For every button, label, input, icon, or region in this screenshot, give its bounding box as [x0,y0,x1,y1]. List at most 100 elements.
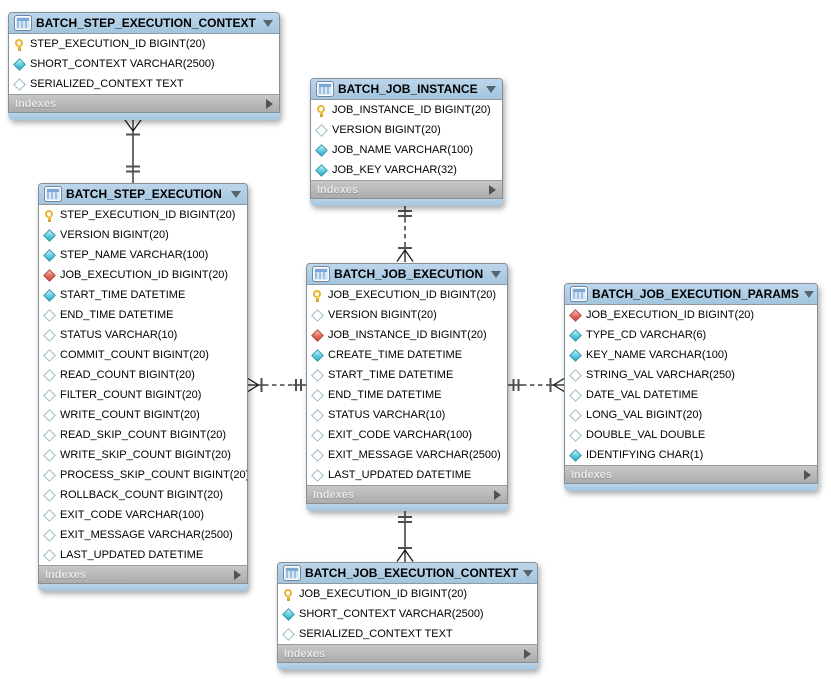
column-row[interactable]: JOB_INSTANCE_ID BIGINT(20) [307,325,507,345]
column-row[interactable]: LONG_VAL BIGINT(20) [565,405,817,425]
column-row[interactable]: STEP_NAME VARCHAR(100) [39,245,247,265]
indexes-bar[interactable]: Indexes [565,465,817,483]
table-header[interactable]: BATCH_JOB_EXECUTION [307,264,507,285]
attribute-outline-icon [312,310,323,321]
chevron-down-icon[interactable] [803,290,814,298]
column-label: ROLLBACK_COUNT BIGINT(20) [60,489,224,501]
expand-right-icon[interactable] [489,184,496,195]
column-row[interactable]: SHORT_CONTEXT VARCHAR(2500) [9,54,279,74]
column-row[interactable]: LAST_UPDATED DATETIME [307,465,507,485]
column-row[interactable]: WRITE_SKIP_COUNT BIGINT(20) [39,445,247,465]
foreign-key-icon [570,310,581,321]
expand-right-icon[interactable] [494,489,501,500]
column-row[interactable]: SERIALIZED_CONTEXT TEXT [278,624,537,644]
column-row[interactable]: CREATE_TIME DATETIME [307,345,507,365]
column-row[interactable]: EXIT_CODE VARCHAR(100) [39,505,247,525]
column-label: STEP_NAME VARCHAR(100) [60,249,209,261]
column-row[interactable]: KEY_NAME VARCHAR(100) [565,345,817,365]
column-row[interactable]: LAST_UPDATED DATETIME [39,545,247,565]
chevron-down-icon[interactable] [491,270,501,278]
column-row[interactable]: VERSION BIGINT(20) [307,305,507,325]
column-row[interactable]: EXIT_MESSAGE VARCHAR(2500) [39,525,247,545]
attribute-filled-icon [570,350,581,361]
expand-right-icon[interactable] [266,98,273,109]
expand-right-icon[interactable] [234,569,241,580]
column-row[interactable]: JOB_NAME VARCHAR(100) [311,140,502,160]
column-row[interactable]: JOB_EXECUTION_ID BIGINT(20) [39,265,247,285]
column-row[interactable]: IDENTIFYING CHAR(1) [565,445,817,465]
column-row[interactable]: EXIT_CODE VARCHAR(100) [307,425,507,445]
column-row[interactable]: START_TIME DATETIME [307,365,507,385]
relationship-job-execution-to-job-context[interactable] [396,509,414,562]
chevron-down-icon[interactable] [523,569,534,577]
table-batch-job-instance[interactable]: BATCH_JOB_INSTANCE JOB_INSTANCE_ID BIGIN… [310,78,503,206]
foreign-key-icon [44,270,55,281]
column-row[interactable]: JOB_EXECUTION_ID BIGINT(20) [565,305,817,325]
column-row[interactable]: VERSION BIGINT(20) [39,225,247,245]
column-label: STEP_EXECUTION_ID BIGINT(20) [30,38,206,50]
relationship-step-execution-to-step-context[interactable] [124,119,142,183]
column-row[interactable]: READ_COUNT BIGINT(20) [39,365,247,385]
indexes-bar[interactable]: Indexes [278,644,537,662]
column-row[interactable]: STRING_VAL VARCHAR(250) [565,365,817,385]
relationship-job-execution-to-step-execution[interactable] [247,377,306,393]
column-row[interactable]: WRITE_COUNT BIGINT(20) [39,405,247,425]
column-row[interactable]: COMMIT_COUNT BIGINT(20) [39,345,247,365]
table-icon [571,287,587,301]
indexes-bar[interactable]: Indexes [311,180,502,198]
column-row[interactable]: JOB_EXECUTION_ID BIGINT(20) [307,285,507,305]
column-row[interactable]: JOB_EXECUTION_ID BIGINT(20) [278,584,537,604]
indexes-bar[interactable]: Indexes [9,94,279,112]
column-row[interactable]: STEP_EXECUTION_ID BIGINT(20) [9,34,279,54]
column-row[interactable]: END_TIME DATETIME [39,305,247,325]
column-row[interactable]: TYPE_CD VARCHAR(6) [565,325,817,345]
attribute-outline-icon [44,330,55,341]
column-row[interactable]: STATUS VARCHAR(10) [307,405,507,425]
table-batch-step-execution[interactable]: BATCH_STEP_EXECUTION STEP_EXECUTION_ID B… [38,183,248,591]
column-row[interactable]: FILTER_COUNT BIGINT(20) [39,385,247,405]
chevron-down-icon[interactable] [263,19,273,27]
column-row[interactable]: STEP_EXECUTION_ID BIGINT(20) [39,205,247,225]
column-row[interactable]: READ_SKIP_COUNT BIGINT(20) [39,425,247,445]
table-batch-job-execution-params[interactable]: BATCH_JOB_EXECUTION_PARAMS JOB_EXECUTION… [564,283,818,491]
column-row[interactable]: SHORT_CONTEXT VARCHAR(2500) [278,604,537,624]
table-header[interactable]: BATCH_JOB_EXECUTION_CONTEXT [278,563,537,584]
attribute-outline-icon [44,450,55,461]
indexes-bar[interactable]: Indexes [307,485,507,503]
table-title: BATCH_JOB_EXECUTION_CONTEXT [305,566,519,580]
column-row[interactable]: DATE_VAL DATETIME [565,385,817,405]
column-label: VERSION BIGINT(20) [60,229,169,241]
indexes-bar[interactable]: Indexes [39,565,247,583]
relationship-job-instance-to-job-execution[interactable] [396,204,414,262]
primary-key-icon [44,209,55,222]
chevron-down-icon[interactable] [486,85,496,93]
column-label: WRITE_SKIP_COUNT BIGINT(20) [60,449,231,461]
relationship-job-execution-to-params[interactable] [508,377,565,393]
column-row[interactable]: STATUS VARCHAR(10) [39,325,247,345]
column-row[interactable]: VERSION BIGINT(20) [311,120,502,140]
attribute-outline-icon [312,390,323,401]
expand-right-icon[interactable] [524,648,531,659]
column-row[interactable]: JOB_KEY VARCHAR(32) [311,160,502,180]
table-header[interactable]: BATCH_JOB_INSTANCE [311,79,502,100]
table-batch-step-execution-context[interactable]: BATCH_STEP_EXECUTION_CONTEXT STEP_EXECUT… [8,12,280,120]
table-batch-job-execution[interactable]: BATCH_JOB_EXECUTION JOB_EXECUTION_ID BIG… [306,263,508,511]
table-bottom-strip [38,584,248,591]
table-header[interactable]: BATCH_STEP_EXECUTION_CONTEXT [9,13,279,34]
column-row[interactable]: JOB_INSTANCE_ID BIGINT(20) [311,100,502,120]
column-row[interactable]: END_TIME DATETIME [307,385,507,405]
column-label: VERSION BIGINT(20) [332,124,441,136]
table-batch-job-execution-context[interactable]: BATCH_JOB_EXECUTION_CONTEXT JOB_EXECUTIO… [277,562,538,670]
attribute-outline-icon [570,430,581,441]
column-row[interactable]: PROCESS_SKIP_COUNT BIGINT(20) [39,465,247,485]
column-row[interactable]: SERIALIZED_CONTEXT TEXT [9,74,279,94]
column-row[interactable]: ROLLBACK_COUNT BIGINT(20) [39,485,247,505]
column-row[interactable]: DOUBLE_VAL DOUBLE [565,425,817,445]
expand-right-icon[interactable] [804,469,811,480]
column-row[interactable]: EXIT_MESSAGE VARCHAR(2500) [307,445,507,465]
table-header[interactable]: BATCH_JOB_EXECUTION_PARAMS [565,284,817,305]
chevron-down-icon[interactable] [231,190,241,198]
table-header[interactable]: BATCH_STEP_EXECUTION [39,184,247,205]
column-row[interactable]: START_TIME DATETIME [39,285,247,305]
